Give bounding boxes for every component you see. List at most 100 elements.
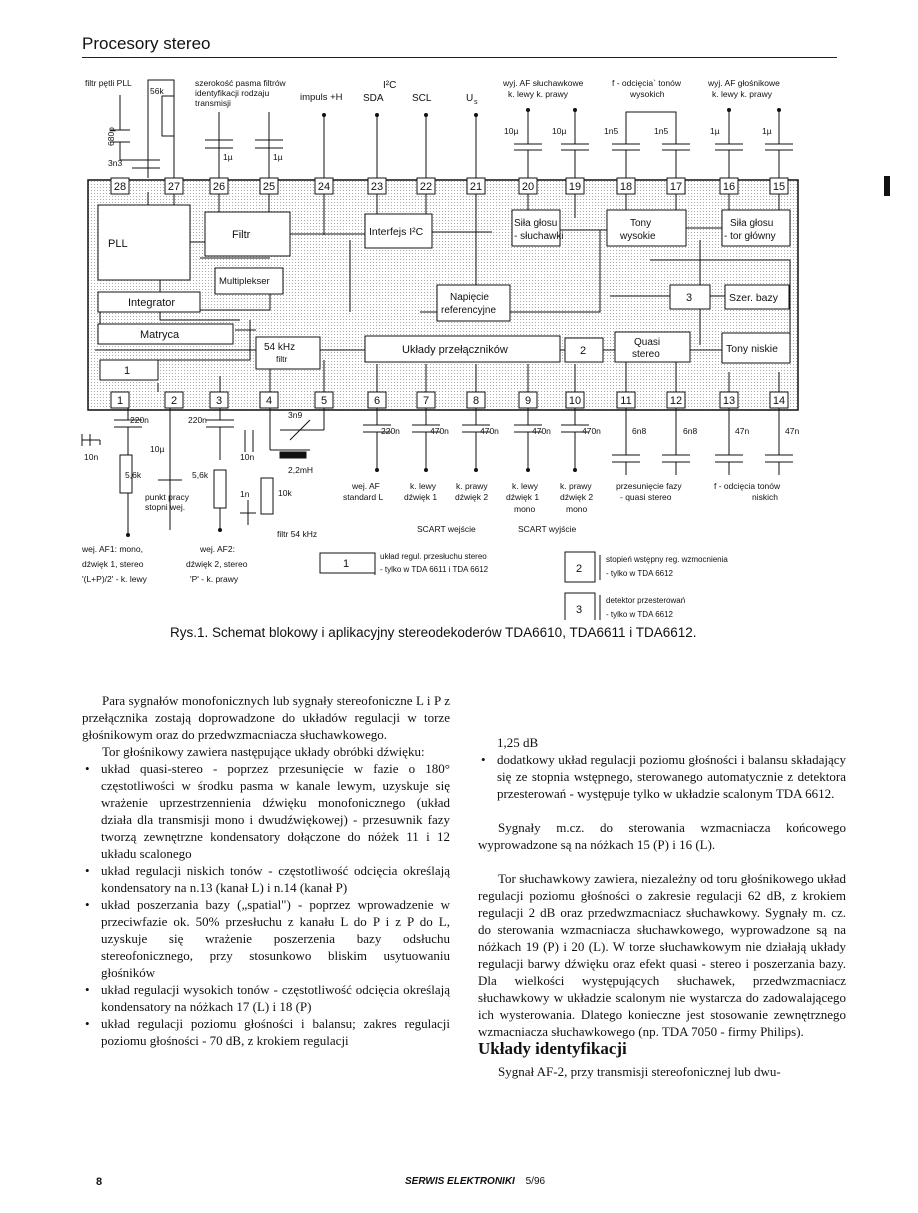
legend-3-line2: - tylko w TDA 6612 [606,610,674,619]
label-dzwiek2-b: dźwięk 2 [560,492,593,502]
top-pin-box [259,177,279,195]
top-pin-label: 18 [620,181,632,193]
label-i2c: I²C [383,80,396,91]
top-pin-box [110,177,130,195]
label-af-head-ch: k. lewy k. prawy [508,89,569,99]
top-pin-box [209,177,229,195]
label-5-6k-b: 5,6k [192,470,209,480]
top-pin-label: 22 [420,181,432,193]
legend-1-num: 1 [343,558,349,570]
top-pin-box [666,177,686,195]
label-cap-1n5-b: 1n5 [654,126,668,136]
top-pin-box [518,177,538,195]
page-edge-mark [884,176,890,196]
block-napiecie: Napięcie [450,292,489,303]
label-220n-a: 220n [130,415,149,425]
label-faza: przesunięcie fazy [616,481,682,491]
block-2: 2 [580,345,586,357]
label-cap-1u-c: 1µ [710,126,720,136]
list-item: dodatkowy układ regulacji poziomu głośno… [478,751,846,802]
label-af2-1: wej. AF2: [199,544,235,554]
block-integrator: Integrator [128,297,175,309]
bottom-pin-box [518,391,538,409]
top-pin-box [314,177,334,195]
label-bandwidth-2: identyfikacji rodzaju [195,88,269,98]
label-klewy-2: k. lewy [512,481,539,491]
label-10n-a: 10n [84,452,98,462]
top-pin-label: 28 [114,181,126,193]
label-filtr-pll: filtr pętli PLL [85,78,132,88]
label-1n: 1n [240,489,250,499]
bottom-pin-box [209,391,229,409]
block-filtr: Filtr [232,229,251,241]
legend-1-line2: - tylko w TDA 6611 i TDA 6612 [380,565,489,574]
label-bandwidth-3: transmisji [195,98,231,108]
label-cap-1n5-a: 1n5 [604,126,618,136]
label-470n-a: 470n [430,426,449,436]
label-3n9: 3n9 [288,410,302,420]
bottom-pin-label: 7 [423,395,429,407]
label-stopni-wej: stopni wej. [145,502,185,512]
label-af1-2: dźwięk 1, stereo [82,559,144,569]
label-impuls: impuls +H [300,92,343,103]
bullet-list: układ quasi-stereo - poprzez przesunięci… [82,760,450,1049]
label-6n8-b: 6n8 [683,426,697,436]
label-standard-l: standard L [343,492,383,502]
block-multiplekser: Multiplekser [219,276,270,287]
top-pin-label: 20 [522,181,534,193]
block-przelacznikow: Układy przełączników [402,344,508,356]
label-kprawy-1: k. prawy [456,481,488,491]
top-pin-label: 19 [569,181,581,193]
top-pin-label: 25 [263,181,275,193]
label-kprawy-2: k. prawy [560,481,592,491]
label-470n-b: 470n [480,426,499,436]
label-220n-b: 220n [188,415,207,425]
bottom-pin-label: 2 [171,395,177,407]
figure-caption: Rys.1. Schemat blokowy i aplikacyjny ste… [170,625,697,640]
top-pin-box [466,177,486,195]
block-szer-bazy: Szer. bazy [729,292,779,304]
top-pin-label: 15 [773,181,785,193]
label-klewy-1: k. lewy [410,481,437,491]
label-scl: SCL [412,93,432,104]
bottom-pin-box [719,391,739,409]
top-pin-label: 26 [213,181,225,193]
legend-1-line1: układ regul. przesłuchu stereo [380,552,487,561]
paragraph: Sygnał AF-2, przy transmisji stereofonic… [498,1064,781,1079]
list-item: układ regulacji wysokich tonów - częstot… [82,981,450,1015]
label-10n-b: 10n [240,452,254,462]
paragraph: Para sygnałów monofonicznych lub sygnały… [82,693,450,742]
label-cap-1u-b: 1µ [273,152,283,162]
label-470n-c: 470n [532,426,551,436]
top-pin-box [565,177,585,195]
block-3: 3 [686,292,692,304]
bottom-pin-box [110,391,130,409]
top-pin-box [616,177,636,195]
block-1: 1 [124,365,130,377]
bottom-pin-label: 11 [620,395,631,407]
bottom-pin-box [769,391,789,409]
block-sila-glowny-sub: - tor główny [724,231,776,242]
label-af2-3: 'P' - k. prawy [190,574,239,584]
label-treble-sub: wysokich [629,89,665,99]
label-56k: 56k [150,86,164,96]
label-47n-a: 47n [735,426,749,436]
issue-number: 5/96 [525,1176,546,1187]
bottom-pin-label: 9 [525,395,531,407]
label-faza-sub: - quasi stereo [620,492,672,502]
label-10k: 10k [278,488,292,498]
top-pin-label: 21 [470,181,482,193]
magazine-name: SERWIS ELEKTRONIKI [405,1176,515,1187]
label-scart-out: SCART wyjście [518,524,577,534]
legend-3-num: 3 [576,604,582,616]
label-basy-sub: niskich [752,492,778,502]
block-matryca: Matryca [140,329,180,341]
label-47n-b: 47n [785,426,799,436]
block-sila-sluchawki: Siła głosu [514,218,557,229]
top-pin-box [719,177,739,195]
label-680p: 680p [106,127,116,146]
top-pin-label: 23 [371,181,383,193]
label-cap-10u-a: 10µ [504,126,518,136]
